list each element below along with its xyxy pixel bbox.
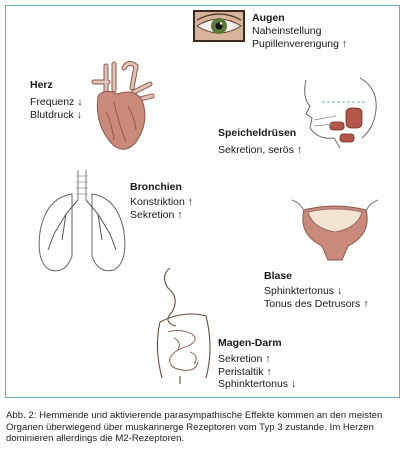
organ-title: Bronchien — [130, 181, 182, 193]
bladder-illustration — [291, 199, 379, 261]
salivary-glands-illustration — [304, 77, 377, 149]
effect-line: Konstriktion ↑ — [130, 196, 194, 208]
effect-line: Sekretion ↑ — [130, 208, 183, 221]
figure-frame — [5, 5, 400, 398]
organ-title: Herz — [30, 79, 53, 91]
effect-line: Tonus des Detrusors ↑ — [264, 297, 369, 310]
magen-darm-label: Magen-Darm Sekretion ↑ Peristaltik ↑ Sph… — [218, 337, 296, 391]
heart-illustration — [91, 60, 155, 150]
bronchien-label: Bronchien Konstriktion ↑ Sekretion ↑ — [130, 181, 193, 221]
effect-line: Sphinktertonus ↓ — [218, 378, 297, 390]
bronchi-illustration — [38, 170, 126, 272]
effect-line: Sekretion ↑ — [218, 353, 271, 365]
effect-line: Pupillenverengung ↑ — [252, 37, 348, 50]
intestines-illustration — [156, 267, 211, 384]
effect-line: Sekretion, serös ↑ — [218, 144, 303, 156]
organ-title: Speicheldrüsen — [218, 127, 297, 139]
eye-illustration — [193, 10, 245, 42]
augen-label: Augen Naheinstellung Pupillenverengung ↑ — [252, 12, 347, 50]
effect-line: Naheinstellung — [252, 25, 322, 37]
effect-line: Frequenz ↓ — [30, 96, 83, 108]
effect-line: Peristaltik ↑ — [218, 365, 272, 378]
effect-line: Blutdruck ↓ — [30, 108, 82, 121]
organ-title: Magen-Darm — [218, 337, 282, 349]
speicheldruesen-label: Speicheldrüsen Sekretion, serös ↑ — [218, 127, 302, 157]
blase-label: Blase Sphinktertonus ↓ Tonus des Detruso… — [264, 270, 368, 310]
herz-label: Herz Frequenz ↓ Blutdruck ↓ — [30, 79, 83, 121]
effect-line: Sphinktertonus ↓ — [264, 285, 343, 297]
organ-title: Augen — [252, 12, 285, 24]
figure-caption: Abb. 2: Hemmende und aktivierende parasy… — [6, 410, 383, 444]
organ-title: Blase — [264, 270, 293, 282]
